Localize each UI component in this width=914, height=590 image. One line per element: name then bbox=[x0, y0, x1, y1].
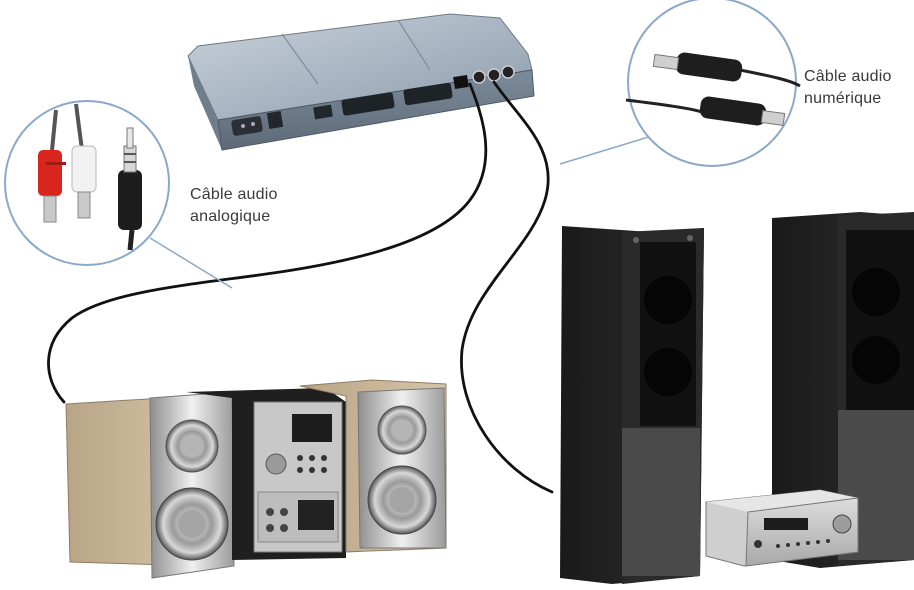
digital-cable-label-line1: Câble audio bbox=[804, 68, 892, 85]
analog-cable-label-line2: analogique bbox=[190, 208, 271, 225]
amplifier-icon bbox=[705, 489, 859, 567]
analog-cable-line bbox=[47, 82, 488, 404]
analog-cable-label-line1: Câble audio bbox=[190, 186, 278, 203]
home-cinema-speakers-icon bbox=[560, 212, 914, 584]
mini-hifi-system-icon bbox=[65, 379, 447, 579]
callout-leaders bbox=[149, 134, 656, 289]
digital-cable-line bbox=[460, 80, 554, 494]
optical-connectors-icon bbox=[625, 0, 801, 167]
rca-connectors-icon bbox=[4, 100, 170, 266]
set-top-box-icon bbox=[187, 13, 535, 151]
digital-cable-label: Câble audio numérique bbox=[804, 66, 892, 110]
digital-cable-label-line2: numérique bbox=[804, 90, 882, 107]
cables bbox=[47, 80, 554, 494]
analog-cable-label: Câble audio analogique bbox=[190, 184, 278, 228]
